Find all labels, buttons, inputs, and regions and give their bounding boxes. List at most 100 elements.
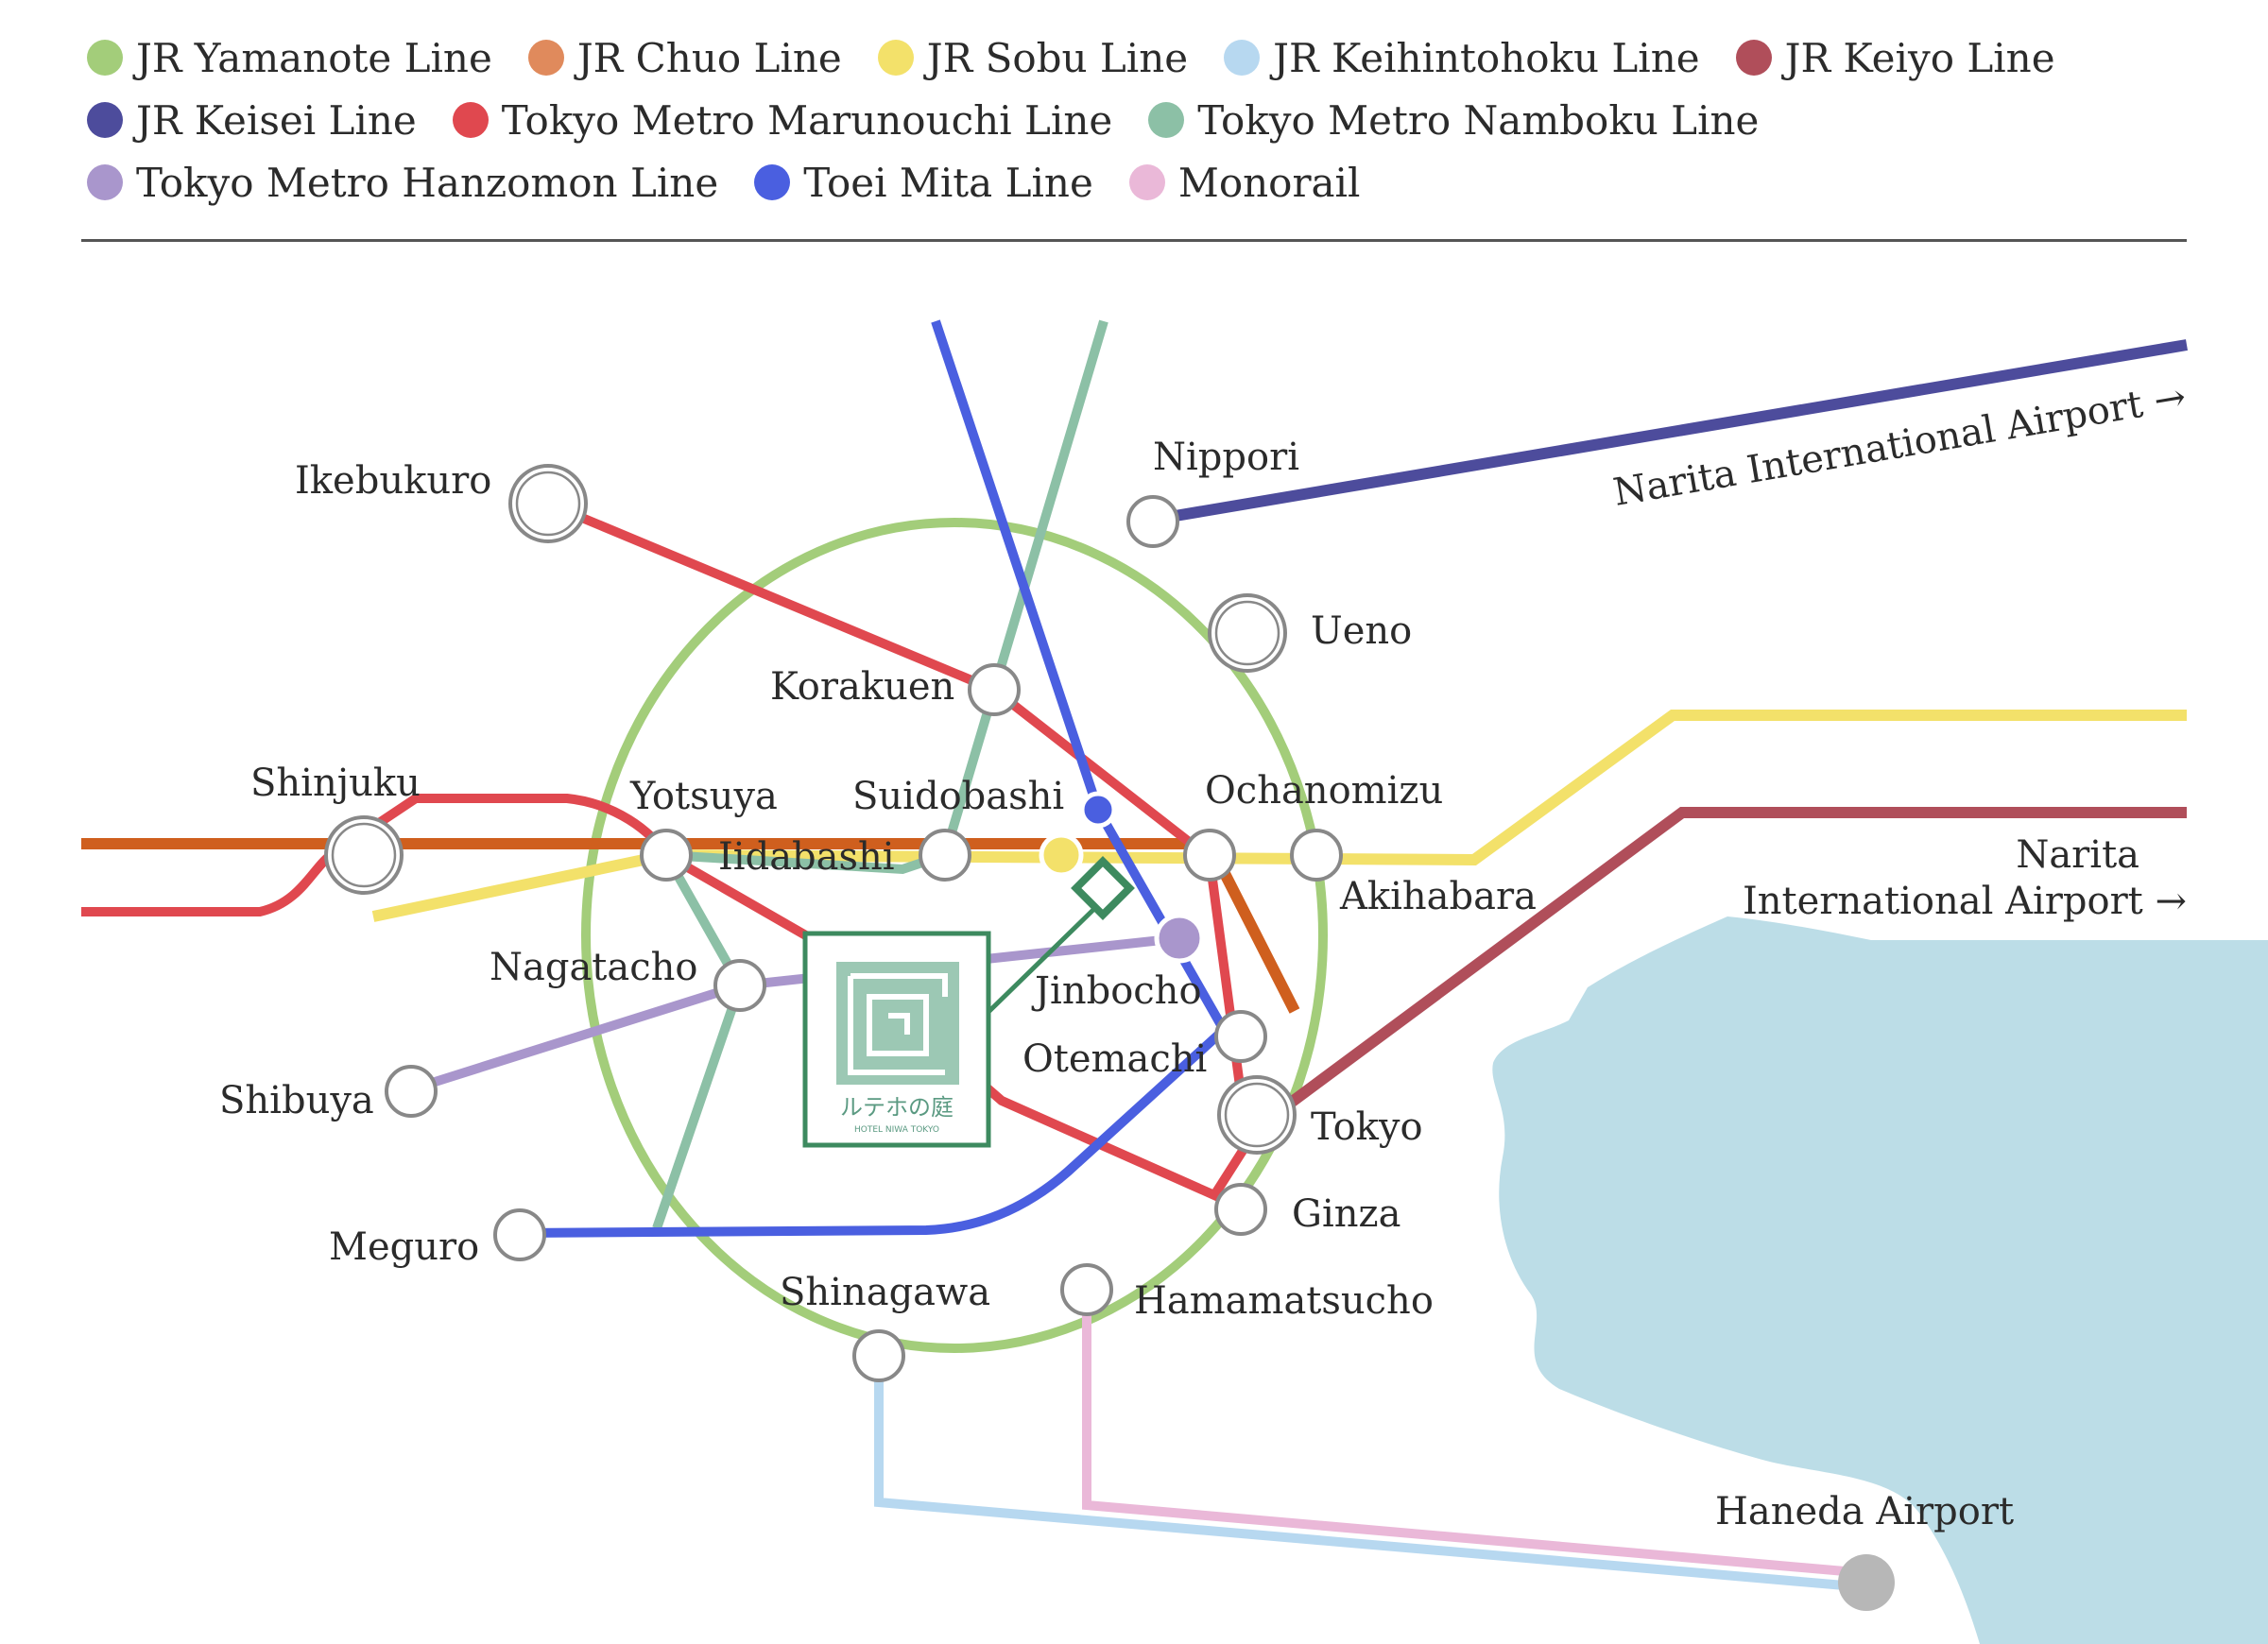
jinbocho-station-marker (1154, 913, 1205, 964)
legend-label: JR Keiyo Line (1784, 34, 2055, 81)
legend-divider (81, 239, 2187, 242)
shinagawa-station-marker (852, 1329, 905, 1382)
legend-item-monorail: Monorail (1128, 159, 1361, 206)
shibuya-label: Shibuya (219, 1079, 374, 1122)
iidabashi-label: Iidabashi (718, 835, 895, 879)
legend-item-jr-keisei: JR Keisei Line (87, 97, 417, 144)
yotsuya-station-marker (640, 829, 693, 882)
hotel-logo: ルテホの庭 HOTEL NIWA TOKYO (802, 931, 991, 1148)
legend-swatch (1735, 40, 1772, 76)
legend-row: JR Keisei Line Tokyo Metro Marunouchi Li… (87, 89, 2204, 151)
legend-item-jr-keiyo: JR Keiyo Line (1735, 34, 2055, 81)
ueno-label: Ueno (1311, 609, 1412, 653)
ueno-station-marker (1208, 593, 1287, 673)
legend-swatch (87, 102, 123, 138)
legend-label: Tokyo Metro Hanzomon Line (136, 159, 719, 206)
suidobashi-label: Suidobashi (852, 775, 1064, 818)
marunouchi-line (81, 499, 1253, 1202)
iidabashi-sobu-station-marker (1039, 832, 1084, 878)
hotel-logo-subtext: HOTEL NIWA TOKYO (854, 1125, 939, 1135)
narita-airport-keiyo-label-line2: International Airport → (1743, 880, 2187, 923)
meguro-station-marker (493, 1208, 546, 1261)
shinagawa-label: Shinagawa (780, 1271, 990, 1314)
meguro-label: Meguro (329, 1225, 479, 1269)
hamamatsucho-station-marker (1060, 1263, 1113, 1316)
legend-label: Tokyo Metro Namboku Line (1197, 96, 1760, 144)
legend-swatch (1148, 102, 1185, 138)
korakuen-label: Korakuen (770, 665, 954, 709)
legend-row: Tokyo Metro Hanzomon Line Toei Mita Line… (87, 151, 2204, 214)
otemachi-station-marker (1214, 1010, 1267, 1063)
nippori-label: Nippori (1153, 436, 1299, 479)
legend-item-jr-yamanote: JR Yamanote Line (87, 35, 492, 81)
nagatacho-label: Nagatacho (490, 946, 697, 989)
ikebukuro-label: Ikebukuro (295, 459, 491, 503)
legend-swatch (527, 40, 564, 76)
station-markers (324, 464, 1343, 1382)
legend-item-metro-hanzomon: Tokyo Metro Hanzomon Line (87, 160, 718, 206)
legend-label: JR Keisei Line (136, 96, 417, 144)
keihintohoku-line (874, 1356, 1867, 1592)
keisei-line (1151, 339, 2189, 525)
akihabara-label: Akihabara (1339, 875, 1537, 918)
legend-label: Toei Mita Line (803, 159, 1093, 206)
monorail-line (1082, 1290, 1867, 1578)
legend-swatch (87, 40, 123, 76)
legend-swatch (877, 40, 914, 76)
ochanomizu-label: Ochanomizu (1205, 769, 1443, 813)
line-legend: JR Yamanote Line JR Chuo Line JR Sobu Li… (87, 26, 2204, 214)
legend-label: JR Sobu Line (926, 34, 1189, 81)
ikebukuro-station-marker (508, 464, 588, 543)
hotel-logo-maze (848, 973, 948, 1075)
sobu-line (371, 710, 2187, 922)
legend-swatch (87, 164, 123, 200)
legend-swatch (1128, 164, 1165, 200)
legend-swatch (754, 164, 791, 200)
ginza-label: Ginza (1292, 1192, 1400, 1236)
legend-item-toei-mita: Toei Mita Line (754, 160, 1093, 206)
ochanomizu-station-marker (1183, 829, 1236, 882)
yotsuya-label: Yotsuya (629, 775, 778, 818)
tokyo-label: Tokyo (1311, 1105, 1423, 1149)
korakuen-station-marker (968, 663, 1021, 716)
legend-swatch (452, 102, 489, 138)
jinbocho-label: Jinbocho (1031, 969, 1202, 1013)
legend-swatch (1224, 40, 1261, 76)
legend-label: JR Yamanote Line (136, 34, 492, 81)
legend-label: JR Chuo Line (576, 34, 842, 81)
yamanote-line (581, 518, 1328, 1353)
nagatacho-station-marker (713, 959, 766, 1012)
shinjuku-label: Shinjuku (250, 762, 421, 805)
tokyo-station-marker (1217, 1075, 1297, 1155)
legend-item-jr-keihintohoku: JR Keihintohoku Line (1224, 34, 1700, 81)
legend-label: Monorail (1177, 159, 1361, 206)
legend-item-jr-chuo: JR Chuo Line (527, 34, 842, 81)
hotel-location-marker (1071, 856, 1135, 920)
hamamatsucho-label: Hamamatsucho (1134, 1279, 1434, 1323)
ginza-station-marker (1214, 1183, 1267, 1236)
legend-label: Tokyo Metro Marunouchi Line (501, 96, 1113, 144)
legend-item-metro-namboku: Tokyo Metro Namboku Line (1148, 97, 1759, 144)
akihabara-station-marker (1290, 829, 1343, 882)
station-labels: Ikebukuro Nippori Ueno Korakuen Shinjuku… (219, 436, 2014, 1533)
haneda-airport-label: Haneda Airport (1715, 1490, 2014, 1533)
otemachi-label: Otemachi (1022, 1037, 1207, 1081)
tokyo-bay-water (1492, 916, 2268, 1644)
toei-mita-line (519, 319, 1230, 1238)
shibuya-station-marker (385, 1065, 438, 1118)
legend-item-jr-sobu: JR Sobu Line (877, 34, 1189, 81)
keiyo-line (1258, 807, 2187, 1129)
hotel-logo-text: ルテホの庭 (840, 1094, 954, 1121)
hotel-pointer-line (986, 900, 1103, 1015)
suidobashi-station-marker (1079, 791, 1117, 829)
legend-item-metro-marunouchi: Tokyo Metro Marunouchi Line (452, 96, 1113, 144)
hotel-logo-mark (836, 962, 959, 1085)
haneda-airport-marker (1838, 1554, 1895, 1611)
legend-row: JR Yamanote Line JR Chuo Line JR Sobu Li… (87, 26, 2204, 89)
iidabashi-station-marker (919, 829, 971, 882)
nippori-station-marker (1126, 495, 1179, 548)
narita-airport-keiyo-label-line1: Narita (2016, 833, 2139, 877)
legend-label: JR Keihintohoku Line (1273, 34, 1700, 81)
shinjuku-station-marker (324, 815, 404, 895)
